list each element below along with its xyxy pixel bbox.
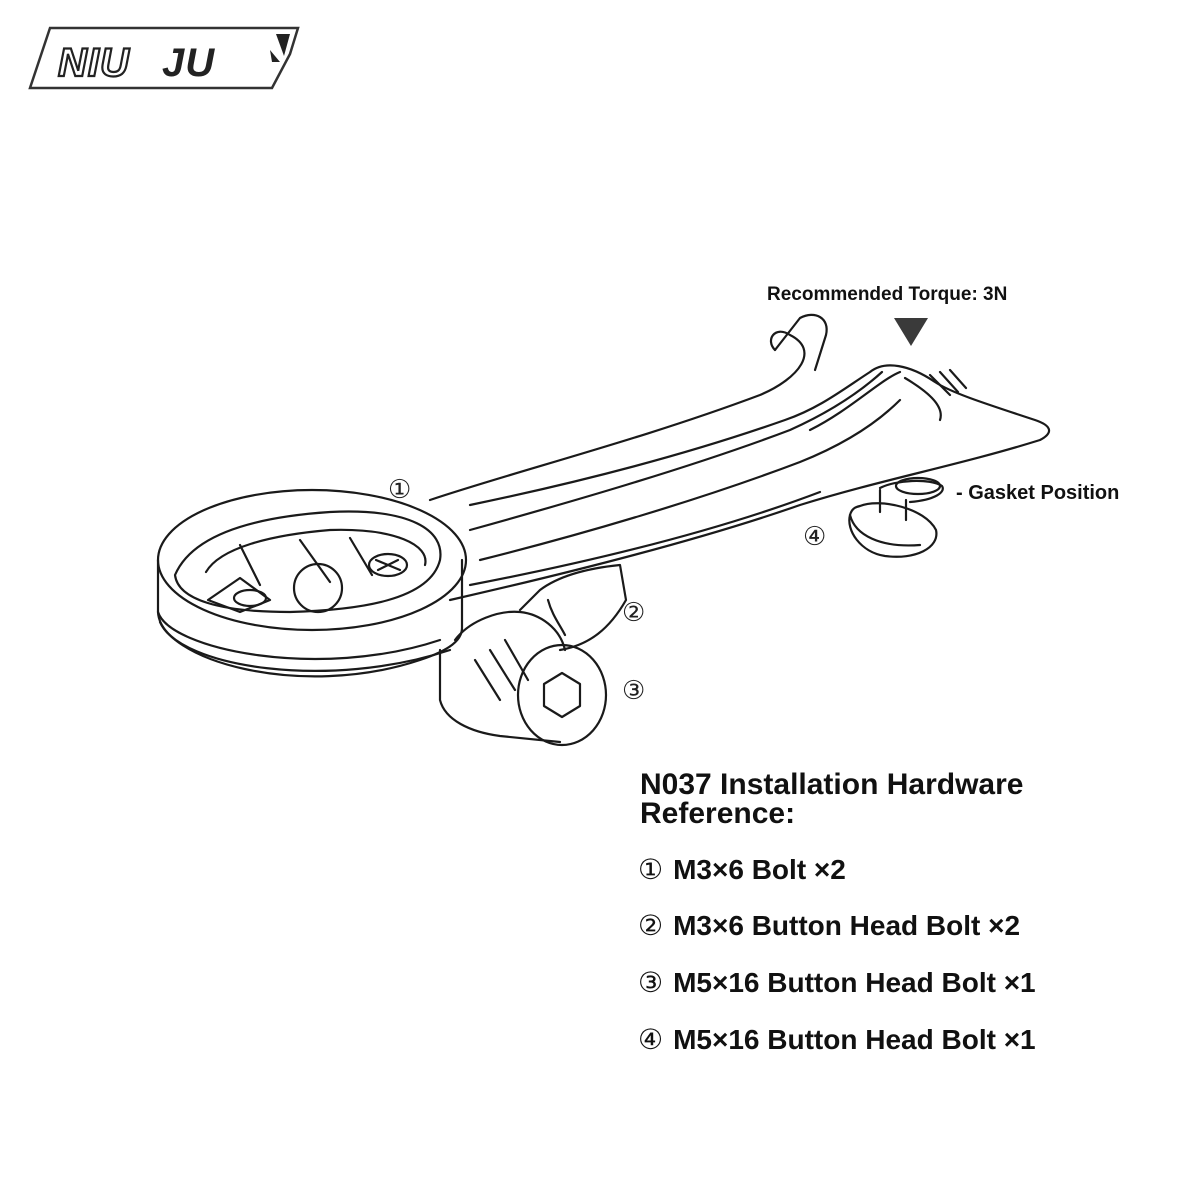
callout-1: ① [388,475,412,505]
torque-arrow-icon [894,318,928,346]
hardware-item-text: M5×16 Button Head Bolt ×1 [673,967,1036,998]
hardware-item-text: M3×6 Button Head Bolt ×2 [673,910,1021,941]
niu-ju-logo: NIU JU [28,26,300,90]
callout-4: ④ [803,522,827,552]
hardware-item-marker: ④ [638,1023,664,1056]
svg-text:JU: JU [162,41,215,85]
hardware-item: ④ M5×16 Button Head Bolt ×1 [638,1023,1036,1056]
rear-bolt-with-gasket [848,476,944,558]
svg-text:NIU: NIU [58,41,130,85]
logo-lettering: NIU JU [57,40,215,86]
callout-3: ③ [622,676,646,706]
callout-2: ② [622,598,646,628]
hardware-item: ③ M5×16 Button Head Bolt ×1 [638,966,1036,999]
m5-button-head-bolt [516,643,608,747]
gasket-position-label: - Gasket Position [956,482,1120,504]
hardware-item-marker: ③ [638,966,664,999]
computer-mount-head [156,488,468,678]
mount-arm [428,313,1051,602]
hardware-item-marker: ② [638,909,664,942]
hardware-reference-title: N037 Installation Hardware Reference: [640,768,1024,830]
hardware-item: ① M3×6 Bolt ×2 [638,853,846,886]
hardware-item-text: M5×16 Button Head Bolt ×1 [673,1024,1036,1055]
hardware-item: ② M3×6 Button Head Bolt ×2 [638,909,1020,942]
hardware-item-marker: ① [638,853,664,886]
torque-label: Recommended Torque: 3N [767,284,1008,305]
hardware-item-text: M3×6 Bolt ×2 [673,854,846,885]
gopro-adapter [438,563,628,747]
